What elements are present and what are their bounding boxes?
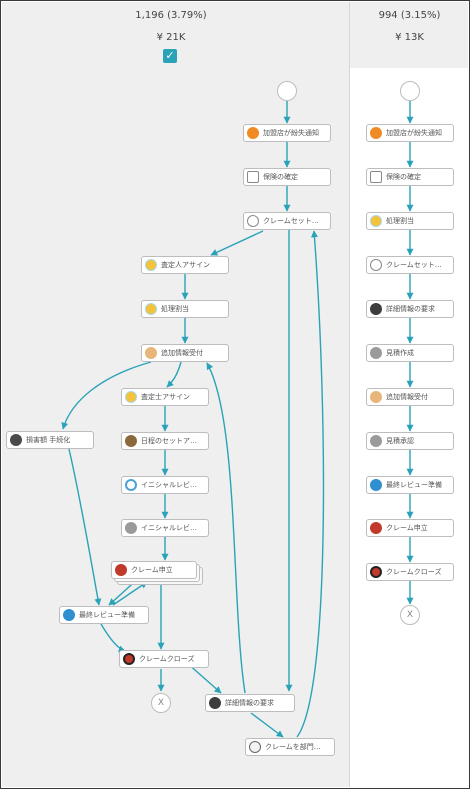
left-start-node[interactable] xyxy=(277,81,297,101)
tools-icon xyxy=(10,434,22,446)
checklist-icon xyxy=(370,259,382,271)
right-variant-amount: ¥ 13K xyxy=(395,32,424,43)
notice-icon xyxy=(247,127,259,139)
activity-node[interactable]: 最終レビュー準備 xyxy=(59,606,149,624)
car-icon xyxy=(370,522,382,534)
form-icon xyxy=(370,391,382,403)
department-icon xyxy=(249,741,261,753)
activity-node[interactable]: クレームクローズ xyxy=(366,563,454,581)
globe-icon xyxy=(370,479,382,491)
approval-icon xyxy=(370,435,382,447)
activity-node[interactable]: 加盟店が紛失通知 xyxy=(366,124,454,142)
right-end-node[interactable]: X xyxy=(400,605,420,625)
checklist-icon xyxy=(247,215,259,227)
activity-node[interactable]: 追加情報受付 xyxy=(141,344,229,362)
activity-node[interactable]: クレームクローズ xyxy=(119,650,209,668)
activity-node[interactable]: 見積承認 xyxy=(366,432,454,450)
activity-node[interactable]: 査定士アサイン xyxy=(121,388,209,406)
left-variant-amount: ¥ 21K xyxy=(156,32,186,43)
activity-node[interactable]: クレーム申立 xyxy=(111,561,197,579)
activity-node[interactable]: 最終レビュー準備 xyxy=(366,476,454,494)
activity-node[interactable]: クレームセット… xyxy=(366,256,454,274)
clipboard-icon xyxy=(247,171,259,183)
right-variant-header-bg xyxy=(349,2,468,68)
notice-icon xyxy=(370,127,382,139)
left-variant-checkbox[interactable]: ✓ xyxy=(163,49,177,63)
activity-node[interactable]: 保険の確定 xyxy=(366,168,454,186)
activity-node[interactable]: 損害額 手続化 xyxy=(6,431,94,449)
calendar-icon xyxy=(125,435,137,447)
search-icon xyxy=(125,479,137,491)
activity-node[interactable]: 査定人アサイン xyxy=(141,256,229,274)
activity-node[interactable]: 追加情報受付 xyxy=(366,388,454,406)
close-case-icon xyxy=(123,653,135,665)
activity-node[interactable]: イニシャルレビ… xyxy=(121,519,209,537)
close-case-icon xyxy=(370,566,382,578)
activity-node[interactable]: 加盟店が紛失通知 xyxy=(243,124,331,142)
activity-node[interactable]: 保険の確定 xyxy=(243,168,331,186)
person-icon xyxy=(145,303,157,315)
activity-node[interactable]: クレームを部門… xyxy=(245,738,335,756)
left-variant-count: 1,196 (3.79%) xyxy=(135,10,207,21)
activity-node[interactable]: 詳細情報の要求 xyxy=(205,694,295,712)
person-icon xyxy=(370,215,382,227)
person-icon xyxy=(125,391,137,403)
number-icon xyxy=(125,522,137,534)
activity-node[interactable]: 処理割当 xyxy=(141,300,229,318)
info-icon xyxy=(209,697,221,709)
activity-node[interactable]: 見積作成 xyxy=(366,344,454,362)
car-icon xyxy=(115,564,127,576)
activity-node[interactable]: イニシャルレビ… xyxy=(121,476,209,494)
column-divider xyxy=(349,2,350,787)
right-start-node[interactable] xyxy=(400,81,420,101)
person-icon xyxy=(145,259,157,271)
clipboard-icon xyxy=(370,171,382,183)
form-icon xyxy=(145,347,157,359)
activity-node[interactable]: 詳細情報の要求 xyxy=(366,300,454,318)
activity-node[interactable]: クレーム申立 xyxy=(366,519,454,537)
info-icon xyxy=(370,303,382,315)
left-end-node[interactable]: X xyxy=(151,693,171,713)
activity-node[interactable]: 処理割当 xyxy=(366,212,454,230)
activity-node[interactable]: クレームセット… xyxy=(243,212,331,230)
number-icon xyxy=(370,347,382,359)
right-variant-count: 994 (3.15%) xyxy=(378,10,441,21)
activity-node[interactable]: 日程のセットア… xyxy=(121,432,209,450)
globe-icon xyxy=(63,609,75,621)
